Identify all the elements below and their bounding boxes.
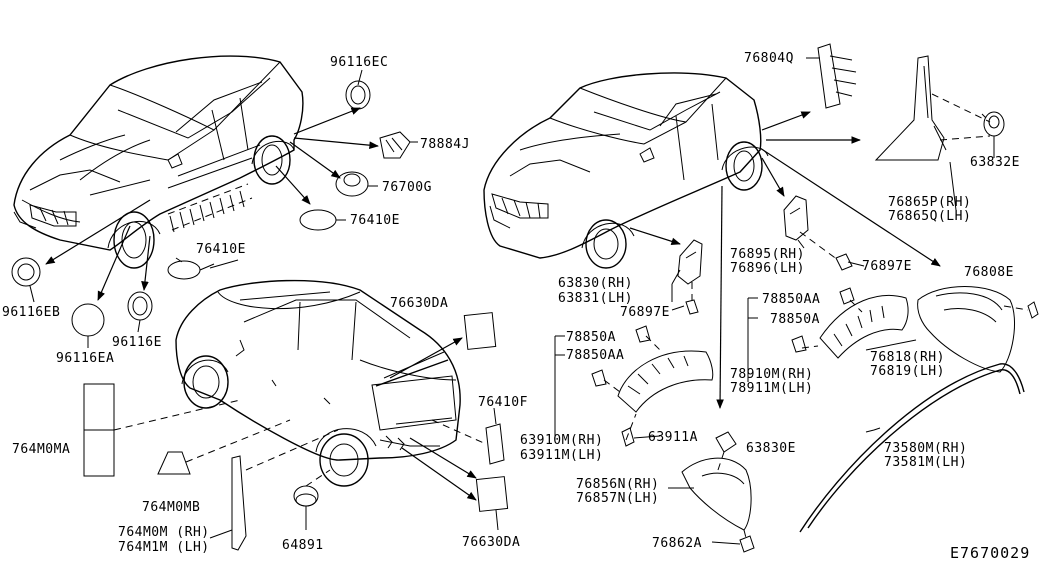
label-76410F: 76410F [478,395,528,410]
label-76804Q: 76804Q [744,51,794,66]
label-63830-rh: 63830(RH) [558,276,633,291]
part-76897E-clip-lower [685,299,699,315]
label-96116E: 96116E [112,335,162,350]
label-78884J: 78884J [420,137,470,152]
vehicle-front-left-view [13,55,304,269]
part-64891 [293,485,319,530]
label-764M0MA: 764M0MA [12,442,70,457]
part-764M0MB [157,451,191,475]
part-78850A-clip-right [791,335,807,353]
label-764M1M-lh: 764M1M (LH) [118,540,210,555]
part-76862A-screw [739,535,755,553]
label-63911A: 63911A [648,430,698,445]
part-78884J [379,131,418,159]
part-63830E-clip [715,431,737,453]
label-78910M-rh: 78910M(RH) [730,367,813,382]
part-76410F [485,407,505,465]
label-76856N-rh: 76856N(RH) [576,477,659,492]
part-63910M-wheel-arch-protector [617,350,714,413]
part-76818-wheelhouse-liner [917,286,1016,373]
part-96116E [127,291,153,333]
label-78850A-right: 78850A [770,312,820,327]
label-76818-rh: 76818(RH) [870,350,945,365]
part-63832E [981,111,1005,150]
part-76630DA-lower [475,476,509,531]
label-76896-lh: 76896(LH) [730,261,805,276]
label-76865Q-lh: 76865Q(LH) [888,209,971,224]
label-78850A-left: 78850A [566,330,616,345]
label-76410E-lower: 76410E [196,242,246,257]
label-63830E: 63830E [746,441,796,456]
part-96116EB [11,257,41,303]
label-73581M-lh: 73581M(LH) [884,455,967,470]
part-76410E-lower [167,257,215,280]
label-64891: 64891 [282,538,324,553]
part-76895-bracket [783,195,809,241]
label-76630DA-upper: 76630DA [390,296,448,311]
part-76410E-right [299,209,346,231]
label-76630DA-lower: 76630DA [462,535,520,550]
label-76819-lh: 76819(LH) [870,364,945,379]
label-76865P-rh: 76865P(RH) [888,195,971,210]
label-96116EC: 96116EC [330,55,388,70]
label-78850AA-right: 78850AA [762,292,820,307]
part-63911A-clip [621,427,635,447]
label-78850AA-left: 78850AA [566,348,624,363]
label-96116EB: 96116EB [2,305,60,320]
part-78910M-wheel-arch-protector [819,294,909,359]
label-764M0M-rh: 764M0M (RH) [118,525,210,540]
part-764M0M-strip [231,455,247,551]
part-76700G [335,171,378,197]
label-63832E: 63832E [970,155,1020,170]
part-63830-bracket [677,239,703,285]
labels: 96116EC 78884J 76700G 76410E 76410E 9611… [2,51,1030,562]
part-96116EA [71,303,105,348]
label-78911M-lh: 78911M(LH) [730,381,813,396]
label-73580M-rh: 73580M(RH) [884,441,967,456]
part-73580M-molding [799,363,1025,533]
part-76865P-mudguard [874,55,947,161]
label-76862A: 76862A [652,536,702,551]
label-63911M-lh: 63911M(LH) [520,448,603,463]
label-63831-lh: 63831(LH) [558,291,633,306]
label-76700G: 76700G [382,180,432,195]
part-76804Q [806,43,857,109]
label-76857N-lh: 76857N(LH) [576,491,659,506]
label-96116EA: 96116EA [56,351,114,366]
label-76808E: 76808E [964,265,1014,280]
part-96116EC [345,69,371,110]
part-76808E-clip [1027,301,1039,319]
label-76897E-upper: 76897E [862,259,912,274]
part-78850A-clip-left [635,325,651,343]
part-76897E-clip-upper [835,253,853,271]
part-76630DA-upper [463,312,497,350]
label-764M0MB: 764M0MB [142,500,200,515]
label-76410E-right: 76410E [350,213,400,228]
label-76895-rh: 76895(RH) [730,247,805,262]
vehicle-rear-left-view [175,279,461,487]
part-78850AA-clip-left [591,369,607,387]
part-76856N-mudguard [681,457,752,531]
label-63910M-rh: 63910M(RH) [520,433,603,448]
label-76897E-lower: 76897E [620,305,670,320]
diagram-code: E7670029 [950,544,1030,562]
vehicle-front-right-view [483,72,769,269]
